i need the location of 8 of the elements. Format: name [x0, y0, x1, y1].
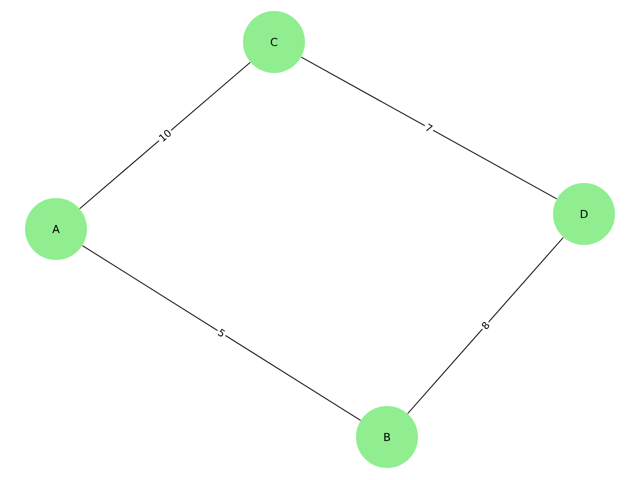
edge-line: [300, 56, 558, 200]
edge-line: [79, 62, 251, 210]
edge-label: 8: [482, 322, 490, 330]
edge-line: [407, 236, 564, 414]
edge-label: 7: [426, 124, 433, 132]
edge-line: [82, 245, 362, 421]
edge-label: 5: [218, 328, 225, 336]
edge-label: 10: [158, 130, 171, 142]
